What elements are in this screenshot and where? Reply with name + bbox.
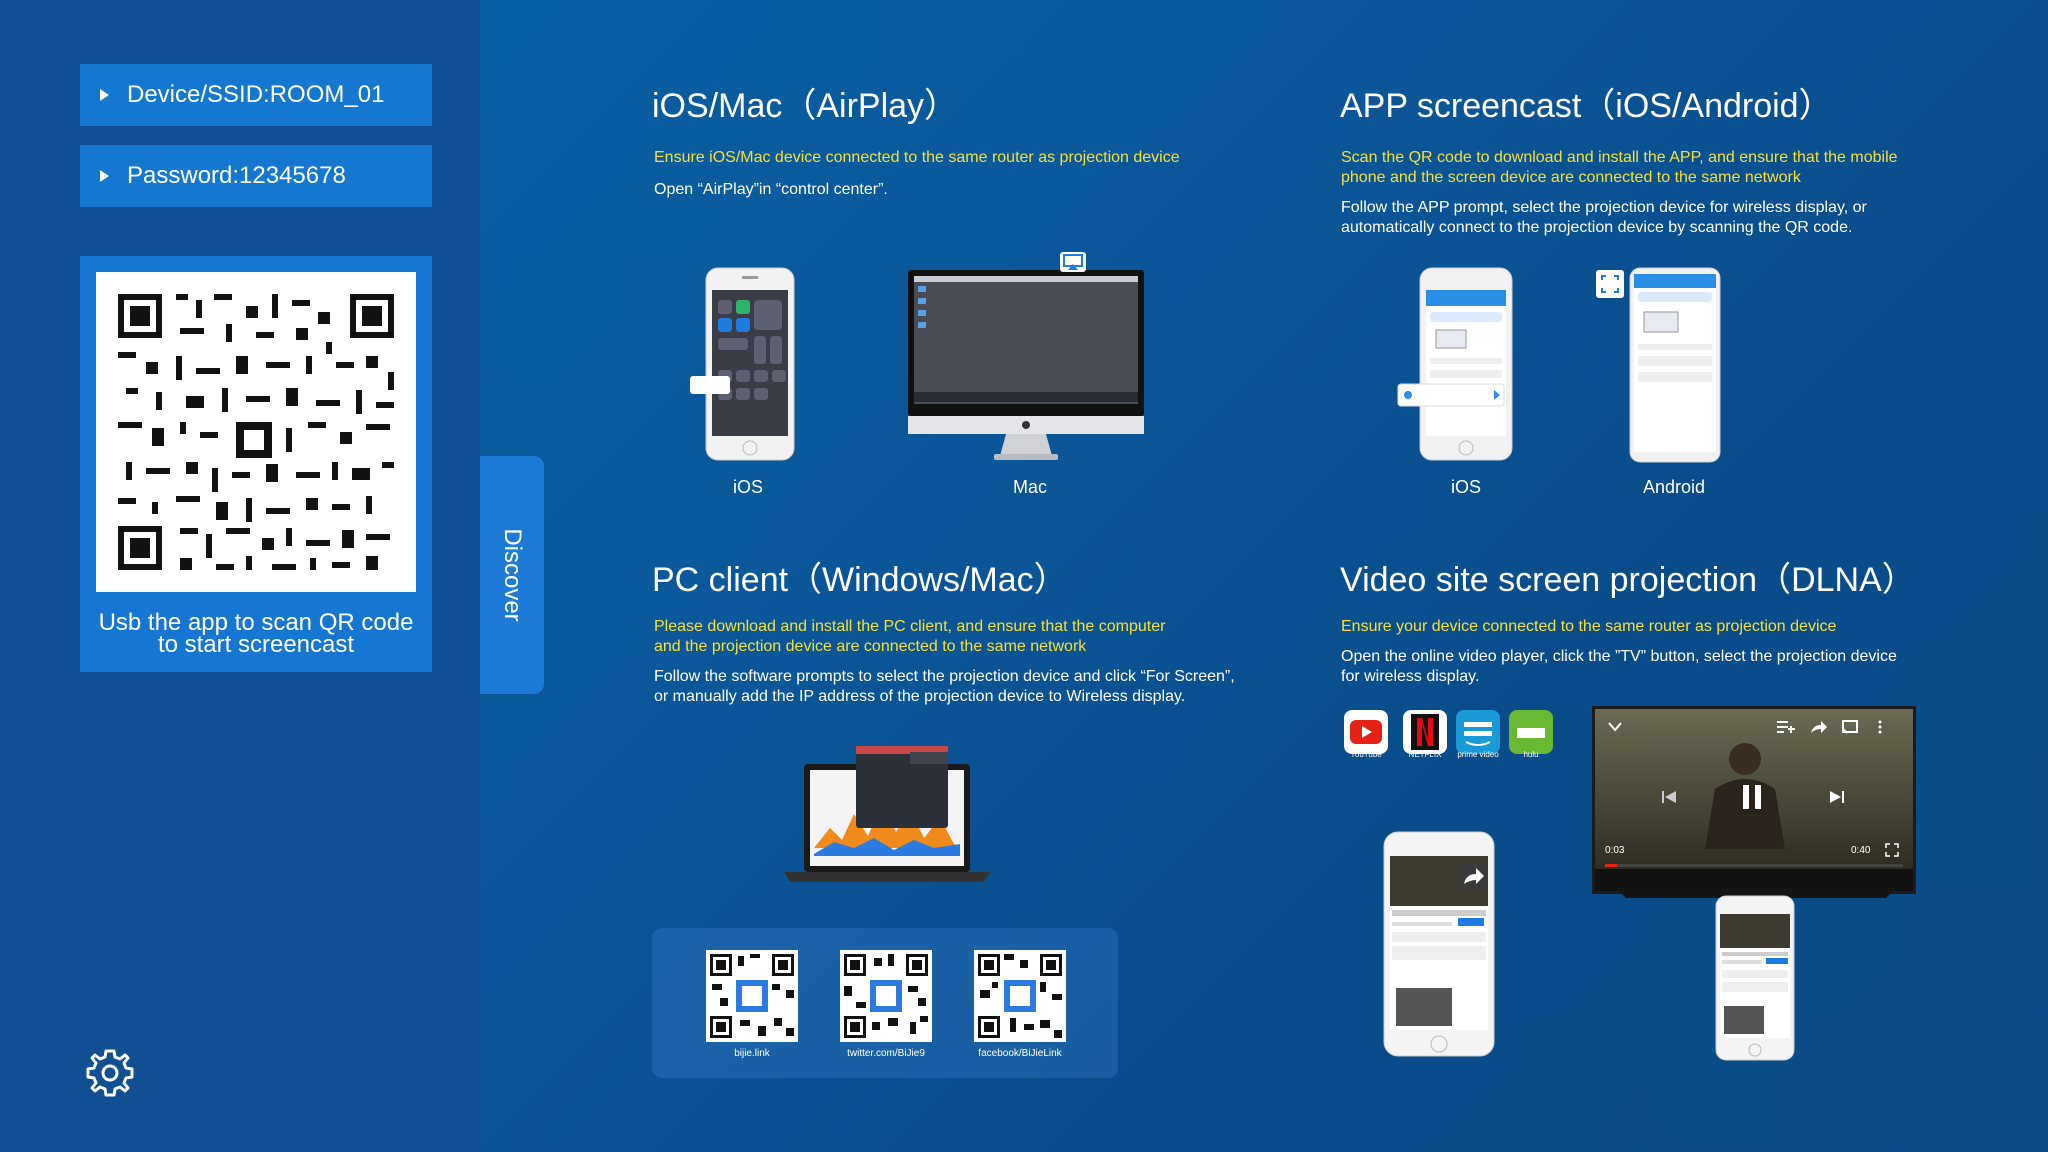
qr-link-label-3: facebook/BiJieLink <box>978 1048 1062 1059</box>
pc-client-title: PC client（Windows/Mac） <box>652 561 1068 599</box>
qr-caption-line2: to start screencast <box>157 631 355 658</box>
pc-client-note-line2: and the projection device are connected … <box>654 638 1087 655</box>
facebook-qr-code <box>974 950 1066 1042</box>
youtube-phone-small-image <box>1715 895 1795 1061</box>
tv-screen: 0:03 0:40 <box>1592 706 1916 894</box>
pc-client-note: Please download and install the PC clien… <box>654 617 1165 657</box>
current-time: 0:03 <box>1605 845 1625 856</box>
pause-icon[interactable] <box>1739 783 1765 811</box>
dlna-note: Ensure your device connected to the same… <box>1341 618 1837 635</box>
device-ssid-item[interactable]: Device/SSID:ROOM_01 <box>80 64 432 126</box>
share-icon[interactable] <box>1809 719 1827 735</box>
netflix-icon <box>1403 710 1447 754</box>
discover-tab[interactable]: Discover <box>480 456 544 694</box>
app-screencast-instruction-line2: automatically connect to the projection … <box>1341 219 1853 236</box>
prime-video-label: prime video <box>1457 750 1499 759</box>
pc-client-note-line1: Please download and install the PC clien… <box>654 618 1166 635</box>
qr-caption: Usb the app to scan QR code to start scr… <box>80 609 432 658</box>
netflix-label: NETFLIX <box>1408 750 1442 759</box>
app-qr-code <box>96 272 416 592</box>
app-ios-label: iOS <box>1450 477 1481 497</box>
youtube-icon <box>1344 710 1388 754</box>
caret-right-icon <box>100 170 109 182</box>
app-screencast-note-line1: Scan the QR code to download and install… <box>1341 149 1898 166</box>
youtube-label: YouTube <box>1350 750 1382 759</box>
airplay-note: Ensure iOS/Mac device connected to the s… <box>654 149 1180 166</box>
more-options-icon[interactable] <box>1877 719 1883 735</box>
app-screencast-note: Scan the QR code to download and install… <box>1341 148 1898 188</box>
pc-client-instruction-line2: or manually add the IP address of the pr… <box>654 688 1186 705</box>
caret-right-icon <box>100 89 109 101</box>
fullscreen-icon[interactable] <box>1885 843 1899 857</box>
password-label: Password:12345678 <box>127 162 346 189</box>
app-qr-card: Usb the app to scan QR code to start scr… <box>80 256 432 672</box>
app-screencast-instruction: Follow the APP prompt, select the projec… <box>1341 198 1867 238</box>
qr-link-label-1: bijie.link <box>734 1048 770 1059</box>
bijie-link-qr-code <box>706 950 798 1042</box>
chevron-down-icon[interactable] <box>1607 721 1623 733</box>
hulu-icon <box>1509 710 1553 754</box>
airplay-title: iOS/Mac（AirPlay） <box>652 87 959 125</box>
app-screencast-title: APP screencast（iOS/Android） <box>1340 87 1833 125</box>
app-screencast-instruction-line1: Follow the APP prompt, select the projec… <box>1341 199 1867 216</box>
android-phone-app-image <box>1596 267 1721 463</box>
ios-phone-airplay-image <box>690 267 795 461</box>
airplay-mac-label: Mac <box>1012 477 1047 497</box>
dlna-instruction: Open the online video player, click the … <box>1341 647 1897 687</box>
tv-stand <box>1616 888 1896 898</box>
dlna-instruction-line1: Open the online video player, click the … <box>1341 648 1897 665</box>
app-android-label: Android <box>1642 477 1706 497</box>
next-icon[interactable] <box>1829 789 1845 805</box>
password-item[interactable]: Password:12345678 <box>80 145 432 207</box>
pc-client-instruction-line1: Follow the software prompts to select th… <box>654 668 1235 685</box>
tv-video-frame <box>1595 709 1913 891</box>
device-ssid-label: Device/SSID:ROOM_01 <box>127 81 385 108</box>
pc-client-instruction: Follow the software prompts to select th… <box>654 667 1235 707</box>
add-to-queue-icon[interactable] <box>1777 719 1795 735</box>
qr-link-label-2: twitter.com/BiJie9 <box>847 1048 925 1059</box>
download-qr-panel: bijie.link twitter.com/BiJie9 facebook/B… <box>652 928 1118 1078</box>
ios-phone-app-image <box>1397 267 1513 461</box>
discover-label: Discover <box>499 528 526 622</box>
cast-icon[interactable] <box>1841 719 1859 735</box>
youtube-phone-image <box>1383 831 1495 1057</box>
total-time: 0:40 <box>1851 845 1871 856</box>
twitter-qr-code <box>840 950 932 1042</box>
hulu-label: hulu <box>1523 750 1539 759</box>
mac-monitor-image <box>908 252 1144 460</box>
previous-icon[interactable] <box>1661 789 1677 805</box>
sidebar: Device/SSID:ROOM_01 Password:12345678 <box>0 0 480 1152</box>
qr-caption-line1: Usb the app to scan QR code <box>98 609 414 636</box>
dlna-instruction-line2: for wireless display. <box>1341 668 1480 685</box>
laptop-image <box>784 746 990 882</box>
dlna-title: Video site screen projection（DLNA） <box>1340 561 1916 599</box>
settings-gear-icon[interactable] <box>82 1045 138 1101</box>
airplay-instruction: Open “AirPlay”in “control center”. <box>654 181 888 198</box>
app-screencast-note-line2: phone and the screen device are connecte… <box>1341 169 1801 186</box>
airplay-ios-label: iOS <box>732 477 763 497</box>
prime-video-icon <box>1456 710 1500 754</box>
